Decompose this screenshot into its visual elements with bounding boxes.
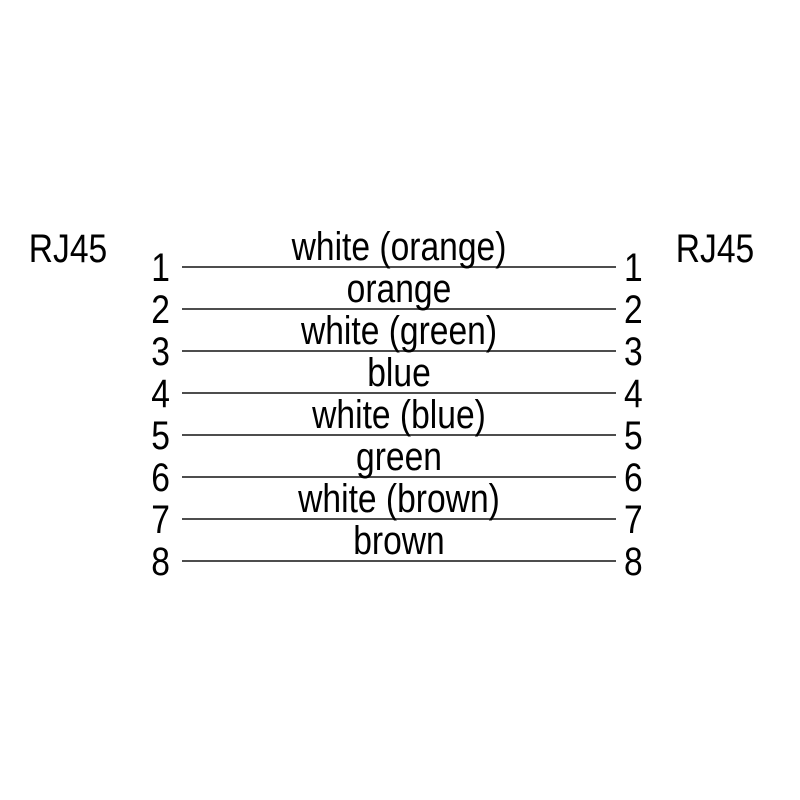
wire-line	[182, 392, 616, 394]
wire-line	[182, 476, 616, 478]
wire-color-label: blue	[367, 351, 431, 395]
pin-number-left: 5	[151, 414, 170, 458]
wire-line	[182, 434, 616, 436]
pin-number-left: 6	[151, 456, 170, 500]
pin-number-left: 4	[151, 372, 170, 416]
wire-color-label: white (blue)	[312, 393, 486, 437]
wire-color-label: white (brown)	[298, 477, 500, 521]
wire-color-label: green	[356, 435, 442, 479]
wire-line	[182, 266, 616, 268]
wire-color-label: white (green)	[300, 309, 498, 353]
wire-color-label: brown	[353, 519, 445, 563]
pin-number-left: 8	[151, 540, 170, 584]
pin-number-right: 2	[624, 288, 643, 332]
pin-number-right: 6	[624, 456, 643, 500]
wire-line	[182, 560, 616, 562]
pin-number-left: 2	[151, 288, 170, 332]
pin-number-left: 3	[151, 330, 170, 374]
wire-line	[182, 518, 616, 520]
pin-number-left: 7	[151, 498, 170, 542]
pin-number-right: 3	[624, 330, 643, 374]
right-connector-label: RJ45	[675, 227, 755, 271]
pin-number-right: 5	[624, 414, 643, 458]
pin-number-left: 1	[151, 246, 170, 290]
pin-number-right: 8	[624, 540, 643, 584]
pin-number-right: 1	[624, 246, 643, 290]
wire-color-label: white (orange)	[291, 225, 507, 269]
wire-line	[182, 308, 616, 310]
wire-line	[182, 350, 616, 352]
pin-number-right: 4	[624, 372, 643, 416]
wire-color-label: orange	[346, 267, 452, 311]
left-connector-label: RJ45	[28, 227, 108, 271]
pin-number-right: 7	[624, 498, 643, 542]
